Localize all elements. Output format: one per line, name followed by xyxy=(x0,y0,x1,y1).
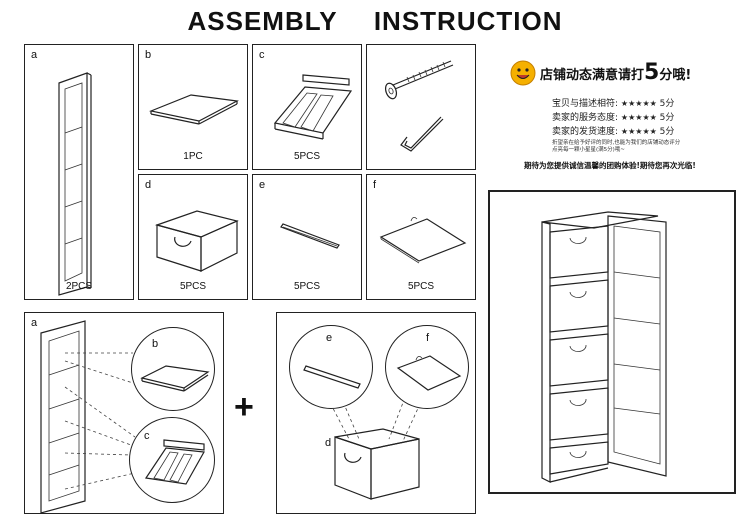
frame-letter: a xyxy=(31,317,38,329)
cabinet-illustration xyxy=(541,211,667,483)
part-e-panel: e 5PCS xyxy=(252,174,362,300)
assembly-step-drawer-panel: d e f xyxy=(276,312,476,514)
rod-illustration xyxy=(303,365,361,389)
top-board-illustration xyxy=(140,365,210,392)
part-qty: 1PC xyxy=(183,151,203,162)
part-letter: c xyxy=(259,49,265,61)
drawer-front-illustration xyxy=(396,355,462,391)
part-a-panel: a 2PCS xyxy=(24,44,134,300)
top-letter: b xyxy=(152,338,159,350)
rating-block: 店铺动态满意请打5分哦! 宝贝与描述相符: ★★★★★ 5分 卖家的服务态度: … xyxy=(508,56,738,176)
slide-letter: c xyxy=(144,430,150,442)
title-part2: INSTRUCTION xyxy=(373,6,563,36)
rod-callout: e xyxy=(289,325,373,409)
part-qty: 5PCS xyxy=(179,281,207,292)
rating-note: 折望亲在给予好评的同时,也能为我们的店铺动态评分 点亮每一颗小星星(满5分)哦~ xyxy=(552,140,680,154)
drawer-front-illustration xyxy=(379,217,467,264)
plus-sign: + xyxy=(234,388,254,426)
part-d-panel: d 5PCS xyxy=(138,174,248,300)
part-letter: e xyxy=(259,179,266,191)
rating-row: 卖家的发货速度: ★★★★★ 5分 xyxy=(552,124,674,138)
part-qty: 5PCS xyxy=(293,281,321,292)
drawer-letter: d xyxy=(325,437,332,449)
rating-score: 5分 xyxy=(659,127,675,137)
rating-heading-num: 5 xyxy=(644,60,660,85)
rating-heading-pre: 店铺动态满意请打 xyxy=(540,68,645,83)
rating-row: 卖家的服务态度: ★★★★★ 5分 xyxy=(552,110,674,124)
smiley-icon xyxy=(510,60,536,86)
title-part1: ASSEMBLY xyxy=(187,6,338,36)
allen-key-icon xyxy=(400,116,444,152)
part-qty: 2PCS xyxy=(65,281,93,292)
drawer-illustration xyxy=(154,210,239,272)
rating-stars: ★★★★★ xyxy=(620,127,657,136)
finished-cabinet-panel xyxy=(488,190,736,494)
frame-with-parts-illustration xyxy=(40,320,136,514)
slide-frame-illustration xyxy=(144,439,205,485)
rating-row: 宝贝与描述相符: ★★★★★ 5分 xyxy=(552,96,674,110)
top-board-illustration xyxy=(148,94,239,125)
rating-heading: 店铺动态满意请打5分哦! xyxy=(540,60,691,85)
part-qty: 5PCS xyxy=(293,151,321,162)
rating-label: 卖家的发货速度: xyxy=(552,127,619,137)
part-letter: b xyxy=(145,49,152,61)
rating-footer: 期待为您提供诚信温馨的团购体验!期待您再次光临! xyxy=(524,161,696,170)
rod-letter: e xyxy=(326,332,333,344)
rating-score: 5分 xyxy=(659,113,675,123)
part-letter: f xyxy=(373,179,377,191)
drawer-front-callout: f xyxy=(385,325,469,409)
part-f-panel: f 5PCS xyxy=(366,174,476,300)
rod-illustration xyxy=(280,223,340,249)
part-b-panel: b 1PC xyxy=(138,44,248,170)
rating-note-line2: 点亮每一颗小星星(满5分)哦~ xyxy=(552,147,625,153)
hardware-panel xyxy=(366,44,476,170)
rating-note-line1: 折望亲在给予好评的同时,也能为我们的店铺动态评分 xyxy=(552,140,681,146)
rating-stars: ★★★★★ xyxy=(620,113,657,122)
rating-rows: 宝贝与描述相符: ★★★★★ 5分 卖家的服务态度: ★★★★★ 5分 卖家的发… xyxy=(552,96,674,138)
rating-label: 卖家的服务态度: xyxy=(552,113,619,123)
part-letter: d xyxy=(145,179,152,191)
assembly-step-frame-panel: a b c xyxy=(24,312,224,514)
part-letter: a xyxy=(31,49,38,61)
part-c-panel: c 5PCS xyxy=(252,44,362,170)
part-qty: 5PCS xyxy=(407,281,435,292)
page-title: ASSEMBLY INSTRUCTION xyxy=(0,6,750,37)
top-board-callout: b xyxy=(131,327,215,411)
bolt-icon xyxy=(384,60,454,100)
hardware-illustration xyxy=(384,60,454,152)
slide-frame-callout: c xyxy=(129,417,215,503)
rating-score: 5分 xyxy=(659,99,675,109)
rating-stars: ★★★★★ xyxy=(620,99,657,108)
slide-frame-illustration xyxy=(273,74,353,140)
rating-label: 宝贝与描述相符: xyxy=(552,99,619,109)
side-frame-illustration xyxy=(58,72,92,296)
front-letter: f xyxy=(426,332,430,344)
rating-heading-post: 分哦! xyxy=(659,68,692,83)
